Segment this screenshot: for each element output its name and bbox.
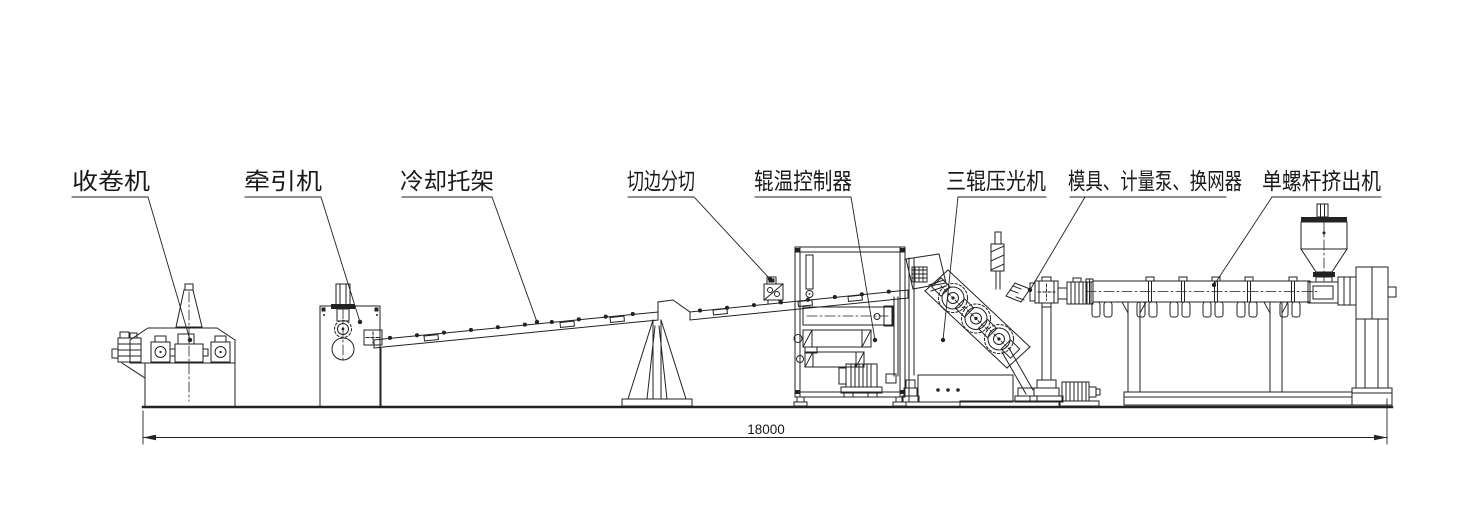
winder-machine: [111, 283, 236, 408]
screen-changer-block: [1066, 277, 1094, 305]
die-block: [1034, 276, 1059, 308]
label-winder: 收卷机: [72, 168, 150, 194]
conveyor-a-frame-stand: [621, 319, 693, 407]
leader-die-assembly: [1029, 196, 1086, 291]
label-three-roll-calender: 三辊压光机: [946, 168, 1046, 194]
winder-side-unit: [111, 331, 142, 363]
label-haul-off: 牵引机: [244, 168, 322, 194]
label-roller-temp-controller: 辊温控制器: [754, 168, 852, 194]
dimension-arrow-left: [143, 434, 156, 441]
three-roll-calender: [901, 231, 1101, 408]
cabinet-pump-motor: [838, 363, 883, 398]
water-tank: [802, 306, 893, 326]
single-screw-extruder: [1085, 203, 1397, 406]
callouts: 收卷机 牵引机 冷却托架 切边分切 辊温控制器 三辊压光机 模具、计量泵、换网器…: [71, 168, 1382, 343]
die-metering-pump-screen-changer-assembly: [1005, 276, 1094, 308]
leader-cooling-bracket: [401, 196, 538, 323]
dimension-value: 18000: [747, 422, 785, 437]
leader-three-roll-calender: [942, 196, 1047, 341]
edge-trim-slitting-device: [763, 276, 784, 305]
leader-roller-temp-controller: [754, 196, 876, 341]
haul-off-cabinet: [319, 305, 381, 408]
leader-winder: [71, 196, 191, 341]
label-single-screw-extruder: 单螺杆挤出机: [1262, 168, 1381, 194]
hopper: [1300, 203, 1348, 283]
haul-off-cylinder: [335, 283, 351, 307]
label-cooling-bracket: 冷却托架: [400, 168, 494, 194]
die-support-column: [1041, 302, 1052, 381]
leader-haul-off: [244, 196, 361, 323]
label-die-metering-pump-screen-changer: 模具、计量泵、换网器: [1068, 168, 1242, 194]
dimension-18000: 18000: [142, 398, 1388, 445]
label-edge-trim-slitting: 切边分切: [627, 168, 695, 194]
leader-edge-trim-slitting: [627, 196, 771, 280]
calender-roll-middle: [961, 303, 991, 334]
calender-base-box: [917, 374, 1014, 403]
conveyor-rollers-right: [698, 289, 897, 313]
winder-pedestal: [144, 362, 236, 408]
haul-off-machine: [319, 283, 383, 408]
calender-pressure-screw: [990, 231, 1005, 290]
cabinet-pipe: [805, 254, 814, 290]
heating-roller-1: [802, 329, 872, 348]
extruder-base-rail: [1123, 391, 1353, 406]
haul-off-roller: [331, 337, 355, 361]
cooling-bracket-conveyor: [373, 289, 909, 408]
extruder-legs: [1121, 301, 1289, 393]
extruder-gearbox: [1351, 266, 1397, 406]
dimension-arrow-right: [1374, 434, 1387, 441]
roller-temp-controller-cabinet: [793, 246, 907, 407]
calender-drive-pump: [1058, 381, 1101, 407]
conveyor-step-joint: [657, 299, 691, 321]
leader-single-screw-extruder: [1213, 196, 1382, 286]
